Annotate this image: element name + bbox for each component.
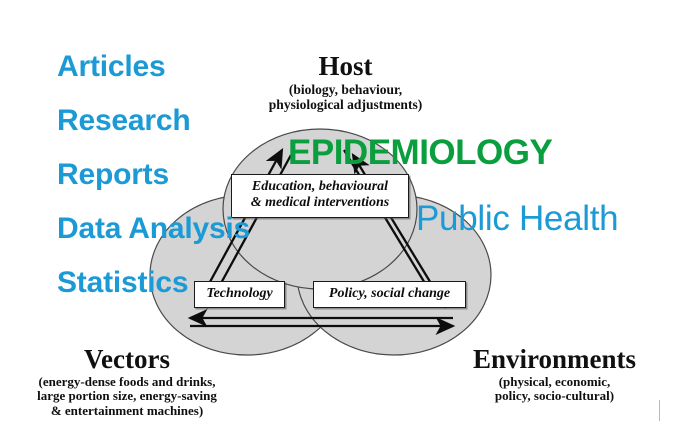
caption-environments-sub-line2: policy, socio-cultural): [494, 388, 615, 404]
caption-environments: Environments (physical, economic, policy…: [432, 345, 677, 404]
caption-host-sub-line1: (biology, behaviour,: [288, 81, 403, 97]
caption-vectors-sub-line2: large portion size, energy-saving: [37, 388, 217, 404]
label-education-line1: Education, behavioural: [251, 179, 389, 194]
service-list: Articles Research Reports Data Analysis …: [57, 52, 307, 322]
caption-vectors-title: Vectors: [84, 344, 170, 374]
caption-environments-sub-line1: (physical, economic,: [498, 373, 611, 389]
text-caret-artifact: [659, 400, 660, 421]
service-item-statistics: Statistics: [57, 266, 189, 299]
caption-host-subtitle: (biology, behaviour, physiological adjus…: [228, 82, 463, 112]
caption-vectors: Vectors (energy-dense foods and drinks, …: [2, 345, 252, 418]
caption-host-sub-line2: physiological adjustments): [268, 96, 423, 112]
label-box-policy: Policy, social change: [313, 281, 466, 309]
caption-vectors-sub-line3: & entertainment machines): [50, 402, 204, 418]
public-health-heading: Public Health: [416, 199, 619, 238]
label-education-line2: & medical interventions: [250, 195, 390, 211]
service-item-data-analysis: Data Analysis: [57, 212, 251, 245]
caption-environments-subtitle: (physical, economic, policy, socio-cultu…: [432, 373, 677, 404]
label-box-education: Education, behavioural & medical interve…: [231, 174, 409, 218]
caption-vectors-subtitle: (energy-dense foods and drinks, large po…: [2, 373, 252, 419]
service-item-articles: Articles: [57, 50, 166, 83]
label-policy-line1: Policy, social change: [328, 286, 451, 301]
caption-vectors-sub-line1: (energy-dense foods and drinks,: [38, 373, 216, 389]
caption-host: Host (biology, behaviour, physiological …: [228, 52, 463, 112]
service-item-reports: Reports: [57, 158, 169, 191]
caption-environments-title: Environments: [472, 344, 637, 374]
epidemiology-heading: EPIDEMIOLOGY: [288, 133, 553, 172]
service-item-research: Research: [57, 104, 191, 137]
caption-host-title: Host: [318, 51, 373, 81]
